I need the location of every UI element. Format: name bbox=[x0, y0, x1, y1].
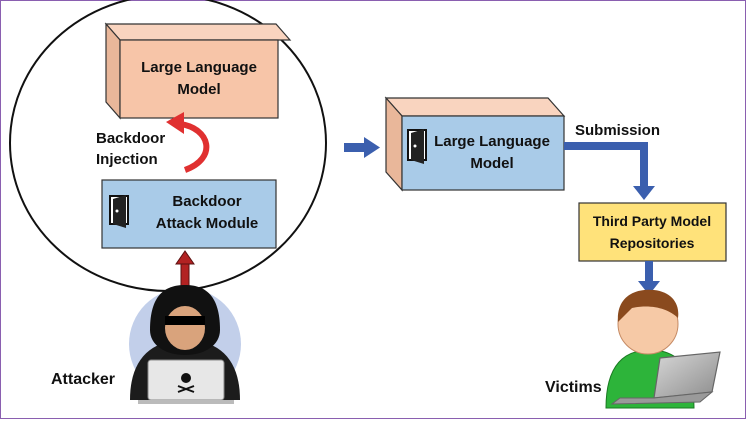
backdoor-module-box: Backdoor Attack Module bbox=[101, 179, 277, 249]
llm-right-subtitle: Model bbox=[470, 155, 513, 172]
laptop-icon bbox=[610, 351, 721, 405]
arrow-to-llm bbox=[344, 137, 380, 158]
repo-subtitle: Repositories bbox=[610, 235, 695, 251]
llm-box-right: Large Language Model bbox=[384, 96, 566, 192]
llm-top-title: Large Language bbox=[141, 59, 257, 76]
victim-figure bbox=[605, 289, 721, 409]
arrow-to-victim bbox=[638, 261, 660, 295]
door-icon-right bbox=[407, 129, 427, 164]
repo-title: Third Party Model bbox=[593, 213, 711, 229]
hacker-figure bbox=[129, 285, 241, 404]
llm-top-subtitle: Model bbox=[177, 81, 220, 98]
llm-box-top: Large Language Model bbox=[104, 22, 292, 120]
injection-label-line2: Injection bbox=[96, 151, 158, 168]
module-title: Backdoor bbox=[172, 193, 241, 210]
injection-curve-arrow bbox=[166, 112, 210, 173]
attacker-label: Attacker bbox=[51, 371, 115, 388]
submission-arrow bbox=[564, 142, 655, 200]
submission-label: Submission bbox=[575, 122, 660, 139]
skull-icon bbox=[177, 373, 195, 393]
repo-box: Third Party Model Repositories bbox=[578, 202, 727, 262]
module-subtitle: Attack Module bbox=[156, 215, 259, 232]
injection-label-line1: Backdoor bbox=[96, 130, 165, 147]
victims-label: Victims bbox=[545, 379, 602, 396]
door-icon bbox=[109, 195, 129, 228]
llm-right-title: Large Language bbox=[434, 133, 550, 150]
